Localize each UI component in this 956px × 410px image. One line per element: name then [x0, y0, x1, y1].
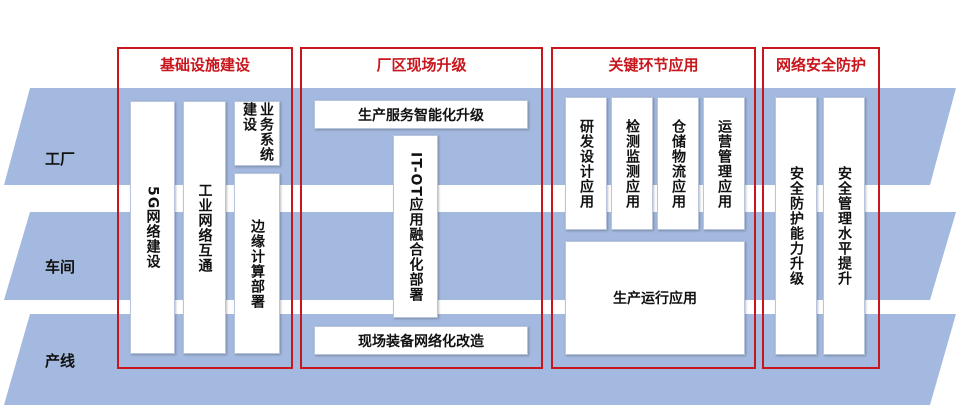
box-warehouse-logistics: 仓储物流应用: [657, 97, 699, 230]
box-edge-computing: 边缘计算部署: [234, 173, 280, 354]
box-security-management: 安全管理水平提升: [823, 97, 865, 355]
box-industrial-network: 工业网络互通: [183, 101, 226, 354]
section-title: 基础设施建设: [159, 56, 250, 74]
layer-label-line: 产线: [44, 352, 75, 370]
section-network-security: 网络安全防护: [762, 47, 880, 369]
section-key-applications: 关键环节应用: [551, 47, 756, 369]
box-equipment-network: 现场装备网络化改造: [314, 326, 528, 355]
layer-label-factory: 工厂: [44, 150, 75, 168]
box-rd-design: 研发设计应用: [565, 97, 607, 230]
box-production-operation: 生产运行应用: [565, 241, 745, 355]
box-5g-network: 5G网络建设: [130, 101, 175, 354]
section-title: 网络安全防护: [775, 56, 866, 74]
section-infrastructure: 基础设施建设: [117, 47, 293, 369]
box-inspection: 检测监测应用: [611, 97, 653, 230]
box-security-capability: 安全防护能力升级: [775, 97, 817, 355]
box-service-upgrade: 生产服务智能化升级: [314, 100, 528, 129]
section-title: 厂区现场升级: [376, 56, 467, 74]
box-operations: 运营管理应用: [703, 97, 745, 230]
section-title: 关键环节应用: [608, 56, 699, 74]
box-business-system: 业务系统建设: [234, 101, 280, 166]
layer-label-workshop: 车间: [44, 258, 75, 276]
box-it-ot-fusion: IT-OT应用融合化部署: [393, 135, 438, 318]
section-plant-upgrade: 厂区现场升级: [300, 47, 543, 369]
